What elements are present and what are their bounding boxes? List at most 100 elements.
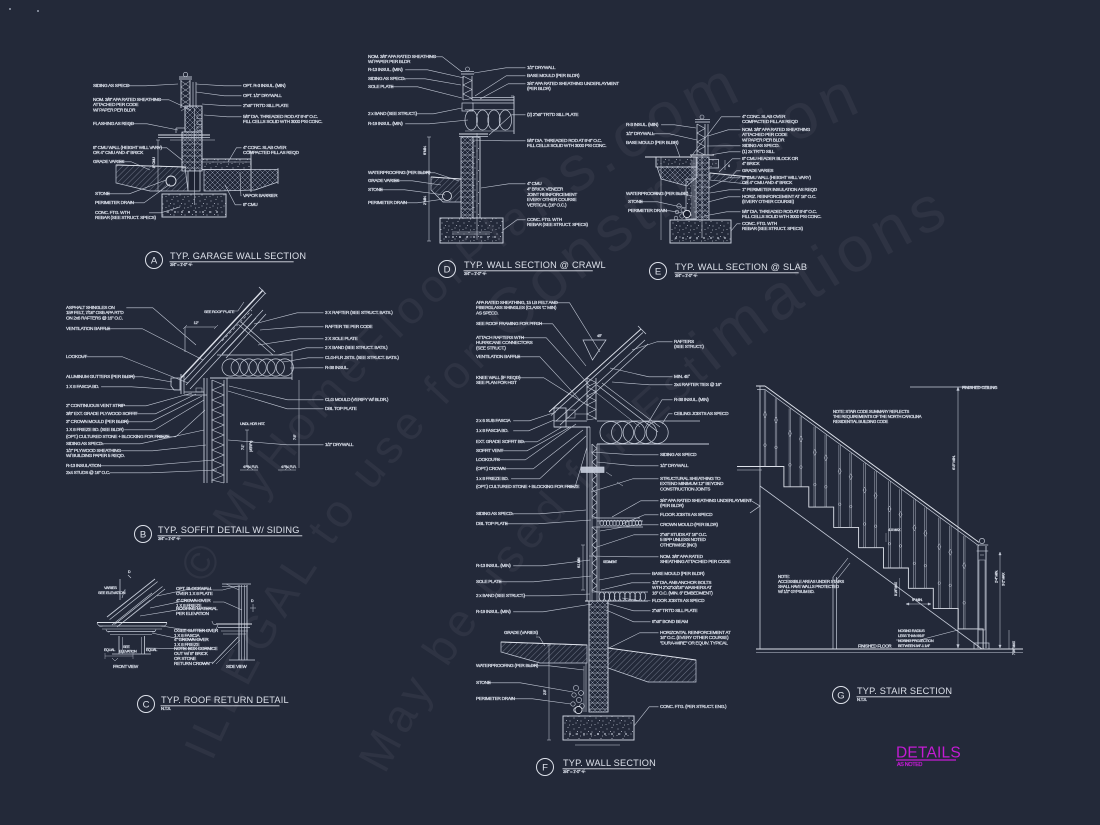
svg-text:4" BRICK: 4" BRICK <box>742 161 761 166</box>
svg-text:F: F <box>542 762 548 773</box>
svg-text:4: 4 <box>728 164 730 168</box>
svg-text:NOM. 3/8" APA RATED SHEATHING: NOM. 3/8" APA RATED SHEATHING <box>742 127 811 132</box>
svg-text:6'-1 MIN: 6'-1 MIN <box>577 557 581 568</box>
svg-text:NOM. 3/8" APA RATED: NOM. 3/8" APA RATED <box>660 554 704 559</box>
svg-text:VARIES: VARIES <box>104 585 117 590</box>
svg-text:R-19 INSUL. (MIN): R-19 INSUL. (MIN) <box>368 121 403 126</box>
svg-text:REBAR (SEE STRUCT. SPECS): REBAR (SEE STRUCT. SPECS) <box>95 215 156 220</box>
svg-text:8" CMU WALL (HEIGHT WILL VARY): 8" CMU WALL (HEIGHT WILL VARY) <box>93 145 162 150</box>
svg-text:GRADE VARIES: GRADE VARIES <box>368 178 399 183</box>
svg-text:TYP. STAIR SECTION: TYP. STAIR SECTION <box>857 686 952 696</box>
svg-text:TYP. SOFFIT DETAIL W/ SIDING: TYP. SOFFIT DETAIL W/ SIDING <box>158 525 300 535</box>
svg-text:PERIMETER DRAIN: PERIMETER DRAIN <box>368 200 407 205</box>
svg-text:12": 12" <box>194 321 200 325</box>
svg-text:4" CMU: 4" CMU <box>527 181 542 186</box>
svg-text:2 X BAND (SEE STRUCT. BATS.): 2 X BAND (SEE STRUCT. BATS.) <box>325 345 388 350</box>
svg-text:3/4" = 1'-0" +/-: 3/4" = 1'-0" +/- <box>675 273 698 278</box>
svg-text:1 X 8 FASCIA BD.: 1 X 8 FASCIA BD. <box>66 384 99 389</box>
svg-text:FILL CELLS SOLID WTH 3000 PSI: FILL CELLS SOLID WTH 3000 PSI CONC. <box>527 143 606 148</box>
svg-text:2 x BAND (SEE STRUCT.): 2 x BAND (SEE STRUCT.) <box>368 111 418 116</box>
svg-text:8" CMU WALL (HEIGHT WILL VARY): 8" CMU WALL (HEIGHT WILL VARY) <box>742 175 811 180</box>
svg-text:PER ELEVATION: PER ELEVATION <box>176 611 209 616</box>
svg-text:3/8" EXT. GRADE PLYWOOD SOFFIT: 3/8" EXT. GRADE PLYWOOD SOFFIT <box>66 411 138 416</box>
svg-text:45°: 45° <box>597 334 602 338</box>
svg-text:FRONT VIEW: FRONT VIEW <box>113 664 139 669</box>
svg-text:PERIMETER DRAIN: PERIMETER DRAIN <box>476 696 515 701</box>
svg-text:VENTILATION BAFFLE: VENTILATION BAFFLE <box>476 354 520 359</box>
svg-text:3/4" = 1'-0" +/-: 3/4" = 1'-0" +/- <box>563 769 586 774</box>
svg-text:(2) 2"x6" TRT'D SILL PLATE: (2) 2"x6" TRT'D SILL PLATE <box>527 112 578 117</box>
svg-text:(OPT.) CULTURED STONE + BLOCKI: (OPT.) CULTURED STONE + BLOCKING FOR FRI… <box>66 434 169 439</box>
svg-text:SHEATHING ATTACHED PER CODE: SHEATHING ATTACHED PER CODE <box>660 559 730 564</box>
svg-text:R-13 INSULATION: R-13 INSULATION <box>66 463 101 468</box>
svg-text:ROOFING MATERIAL: ROOFING MATERIAL <box>176 606 218 611</box>
svg-text:4'-0 MAX: 4'-0 MAX <box>888 528 901 532</box>
svg-text:BASE MOULD (PER BLDR): BASE MOULD (PER BLDR) <box>527 73 580 78</box>
svg-text:2'-4" MIN.: 2'-4" MIN. <box>995 570 999 583</box>
svg-text:KNEE WALL (IF REQD): KNEE WALL (IF REQD) <box>476 375 521 380</box>
svg-text:SEE ELEVATION: SEE ELEVATION <box>98 590 126 595</box>
svg-text:(SEE STRUCT.): (SEE STRUCT.) <box>674 344 704 349</box>
svg-text:TYP. WALL SECTION @ SLAB: TYP. WALL SECTION @ SLAB <box>675 262 807 272</box>
svg-text:DBL TOP PLATE: DBL TOP PLATE <box>476 521 508 526</box>
svg-text:MIN. 45°: MIN. 45° <box>674 374 690 379</box>
svg-text:NOSING RADIUS: NOSING RADIUS <box>898 629 925 633</box>
svg-text:ON 2x6 RAFTERS @ 16" O.C.: ON 2x6 RAFTERS @ 16" O.C. <box>66 315 123 320</box>
svg-text:2' MIN.: 2' MIN. <box>423 196 427 205</box>
svg-text:R-38 INSUL.: R-38 INSUL. <box>325 365 348 370</box>
svg-text:STONE: STONE <box>368 187 383 192</box>
svg-text:CONSTRUCTION JOINTS: CONSTRUCTION JOINTS <box>660 486 710 491</box>
svg-text:COMPACTED FILL AS REQD: COMPACTED FILL AS REQD <box>243 150 300 155</box>
svg-text:BASE MOULD (PER BLDR): BASE MOULD (PER BLDR) <box>652 571 705 576</box>
svg-text:8" CMU HEADER BLOCK OR: 8" CMU HEADER BLOCK OR <box>742 156 799 161</box>
svg-text:3" CROWN MOULD (PER BLDR): 3" CROWN MOULD (PER BLDR) <box>66 419 129 424</box>
svg-text:4" CROWN OVER: 4" CROWN OVER <box>176 598 211 603</box>
svg-text:SIDING AS SPECD.: SIDING AS SPECD. <box>368 76 405 81</box>
svg-text:VERTICAL (16" O.C.): VERTICAL (16" O.C.) <box>527 203 567 208</box>
svg-text:2"x6" STUDS AT 16" O.C.: 2"x6" STUDS AT 16" O.C. <box>660 532 707 537</box>
svg-text:1/2" DRYWALL: 1/2" DRYWALL <box>527 65 556 70</box>
svg-text:EVERY OTHER COURSE: EVERY OTHER COURSE <box>527 197 577 202</box>
svg-text:NOM. 3/8" APA RATED SHEATHING: NOM. 3/8" APA RATED SHEATHING <box>368 54 437 59</box>
svg-text:THE REQUIREMENTS OF THE NORTH: THE REQUIREMENTS OF THE NORTH CAROLINA <box>833 414 922 419</box>
svg-text:FILL CELLS SOLID WTH 3000 PSI: FILL CELLS SOLID WTH 3000 PSI CONC. <box>243 119 322 124</box>
svg-text:HURRICANE CONNECTORS: HURRICANE CONNECTORS <box>476 340 533 345</box>
svg-text:ELEVATION: ELEVATION <box>119 650 137 654</box>
svg-text:FINISHED CEILING: FINISHED CEILING <box>962 385 998 390</box>
svg-text:3'-2" MAX: 3'-2" MAX <box>1002 572 1006 586</box>
svg-text:16" O.C. (EVERY OTHER COURSE): 16" O.C. (EVERY OTHER COURSE) <box>660 635 729 640</box>
svg-text:REBAR (SEE STRUCT. SPECS): REBAR (SEE STRUCT. SPECS) <box>742 226 803 231</box>
svg-text:PERIMETER DRAIN: PERIMETER DRAIN <box>95 200 134 205</box>
svg-text:ATTACHED PER CODE: ATTACHED PER CODE <box>742 132 787 137</box>
svg-text:2 X SOLE PLATE: 2 X SOLE PLATE <box>325 336 358 341</box>
svg-text:BASE MOULD (PER BLDR): BASE MOULD (PER BLDR) <box>626 140 679 145</box>
svg-text:2x4 STUDS @ 16" O.C.: 2x4 STUDS @ 16" O.C. <box>66 470 110 475</box>
svg-text:SOFFIT VENT: SOFFIT VENT <box>476 448 504 453</box>
svg-text:1/2" PLYWOOD SHEATHING: 1/2" PLYWOOD SHEATHING <box>66 448 121 453</box>
svg-text:BETWEEN 3/4"-1 1/4": BETWEEN 3/4"-1 1/4" <box>898 644 931 648</box>
svg-text:OGEE GUTTER OVER: OGEE GUTTER OVER <box>174 628 219 633</box>
svg-text:CONC. FTG. WTH: CONC. FTG. WTH <box>742 221 777 226</box>
svg-text:R-13 INSUL. (MIN): R-13 INSUL. (MIN) <box>368 67 403 72</box>
svg-text:G: G <box>837 690 844 701</box>
svg-text:CROWN MOULD (PER BLDR): CROWN MOULD (PER BLDR) <box>660 522 718 527</box>
svg-text:OPT. 1/2" DRYWALL: OPT. 1/2" DRYWALL <box>243 93 282 98</box>
svg-text:STONE: STONE <box>476 680 491 685</box>
svg-text:NOSING PROJECTION: NOSING PROJECTION <box>898 639 934 643</box>
svg-text:R-13 INSUL. (MIN): R-13 INSUL. (MIN) <box>476 563 511 568</box>
svg-text:6'-8" MIN.: 6'-8" MIN. <box>951 455 956 470</box>
svg-text:4" CROWN OVER: 4" CROWN OVER <box>174 637 209 642</box>
svg-text:OVER 1 X 8 PLATE: OVER 1 X 8 PLATE <box>176 591 213 596</box>
svg-text:3/4" = 1'-0" +/-: 3/4" = 1'-0" +/- <box>158 536 181 541</box>
svg-text:2x4 RAFTER TIES @ 16": 2x4 RAFTER TIES @ 16" <box>674 382 722 387</box>
svg-text:OPT. BLOCKWALL: OPT. BLOCKWALL <box>176 586 213 591</box>
svg-text:1 X 8 FRIEZE: 1 X 8 FRIEZE <box>174 642 199 647</box>
svg-text:W/ 1/2" GYPSUM BD.: W/ 1/2" GYPSUM BD. <box>778 589 814 594</box>
svg-text:FIBERGLASS SHINGLES (CLASS 'C': FIBERGLASS SHINGLES (CLASS 'C' MIN) <box>476 305 557 310</box>
svg-text:16" O.C. (MIN. 6" EMBEDMENT): 16" O.C. (MIN. 6" EMBEDMENT) <box>652 590 713 595</box>
svg-text:SIDING AS SPECD.: SIDING AS SPECD. <box>66 441 103 446</box>
svg-text:SEE: SEE <box>123 645 130 649</box>
svg-text:N.T.S.: N.T.S. <box>857 697 867 702</box>
svg-text:D: D <box>444 264 451 275</box>
svg-text:TYP. WALL SECTION: TYP. WALL SECTION <box>563 758 656 768</box>
